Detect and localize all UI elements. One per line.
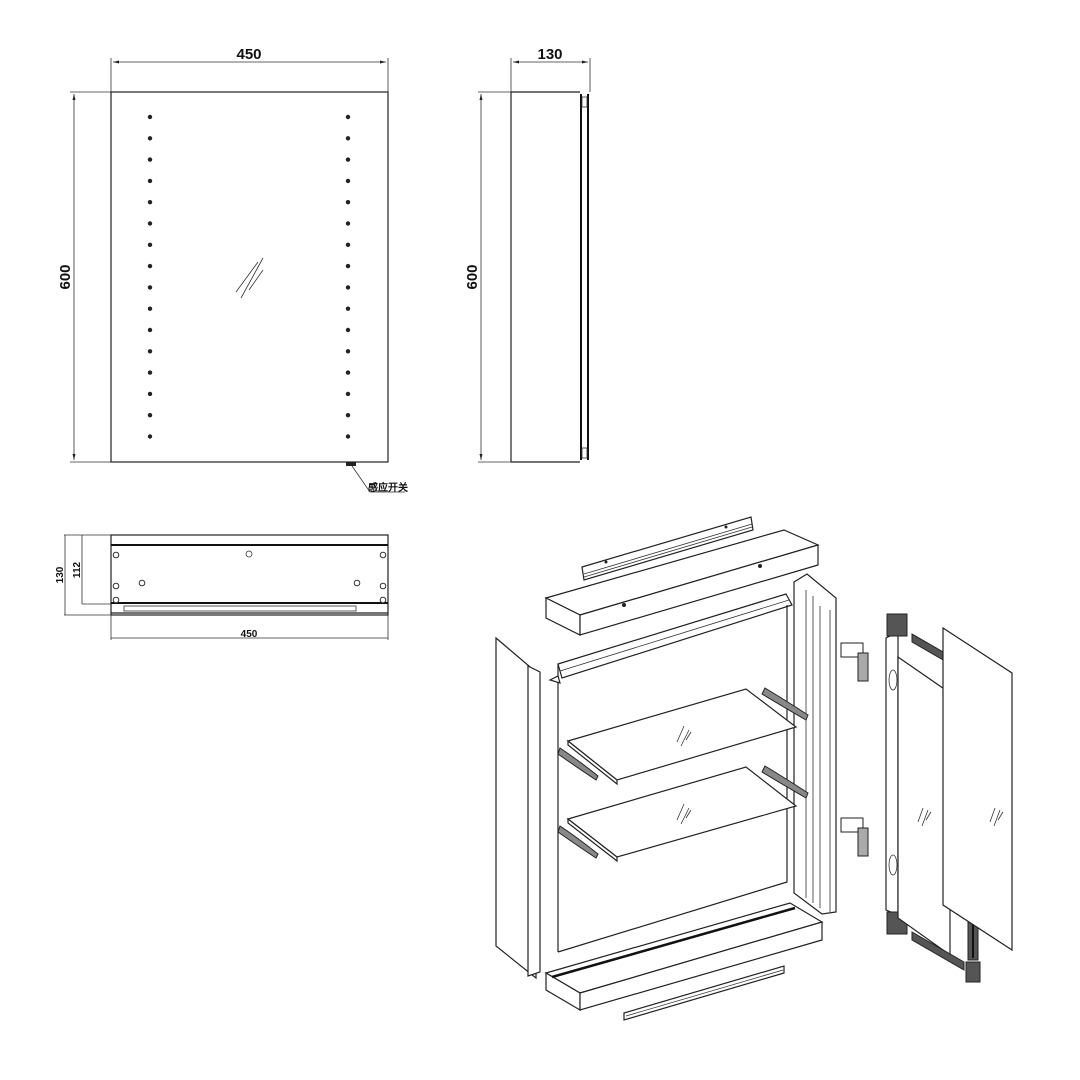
top-view (64, 534, 389, 640)
led-dot (147, 285, 153, 290)
top-cover (544, 529, 820, 636)
led-dot (345, 263, 351, 269)
led-dot (345, 306, 351, 311)
led-dot (345, 349, 351, 354)
sensor-switch (346, 462, 405, 493)
back-panel (557, 605, 788, 953)
top-outer-depth-label: 130 (55, 566, 66, 583)
side-view (478, 58, 591, 463)
side-height-label: 600 (464, 264, 481, 289)
mirror-glass-icon (235, 257, 264, 299)
led-dot (147, 306, 153, 311)
led-dot (147, 434, 153, 439)
left-side-panel (495, 636, 541, 980)
led-dot (147, 413, 153, 418)
led-dot (345, 136, 351, 141)
side-depth-label: 130 (537, 46, 562, 63)
hinge-bottom (840, 817, 869, 857)
top-width-label: 450 (241, 629, 258, 640)
front-width-label: 450 (236, 46, 261, 63)
bottom-rail (623, 965, 785, 1021)
sensor-switch-label: 感应开关 (368, 481, 408, 494)
top-mounting-rail (581, 516, 754, 581)
led-dot (345, 391, 351, 397)
glass-shelf-1 (566, 688, 798, 786)
bottom-frame (544, 902, 824, 1012)
led-dot (345, 178, 351, 184)
led-dot-column-right (345, 114, 351, 439)
led-dot (345, 157, 351, 162)
led-dot (345, 285, 351, 290)
door-frame (885, 613, 908, 935)
led-dot (345, 434, 351, 439)
led-dot (147, 178, 153, 184)
led-dot (147, 200, 153, 205)
led-dot (147, 221, 153, 226)
right-side-profile (793, 573, 837, 915)
shelf-brackets (557, 687, 809, 859)
led-dot (345, 221, 351, 226)
led-dot (345, 200, 351, 205)
glass-shelf-2 (566, 766, 798, 863)
led-dot (345, 327, 351, 333)
led-dot (147, 263, 153, 269)
door-mirror (897, 655, 951, 957)
outer-mirror (942, 626, 1013, 952)
led-dot (345, 370, 351, 375)
exploded-view (495, 516, 1013, 1021)
led-dot (147, 349, 153, 354)
led-dot (345, 114, 351, 120)
led-dot (147, 114, 153, 120)
led-dot (147, 370, 153, 375)
led-dot (345, 242, 351, 247)
led-dot (147, 136, 153, 141)
led-dot (147, 327, 153, 333)
top-frame (548, 593, 793, 952)
hinge-top (840, 642, 869, 682)
led-dot (147, 157, 153, 162)
top-inner-depth-label: 112 (72, 561, 83, 578)
led-dot (147, 242, 153, 247)
front-height-label: 600 (57, 264, 74, 289)
led-dot (147, 391, 153, 397)
front-view (70, 58, 405, 493)
led-dot (345, 413, 351, 418)
led-dot-column-left (147, 114, 153, 439)
